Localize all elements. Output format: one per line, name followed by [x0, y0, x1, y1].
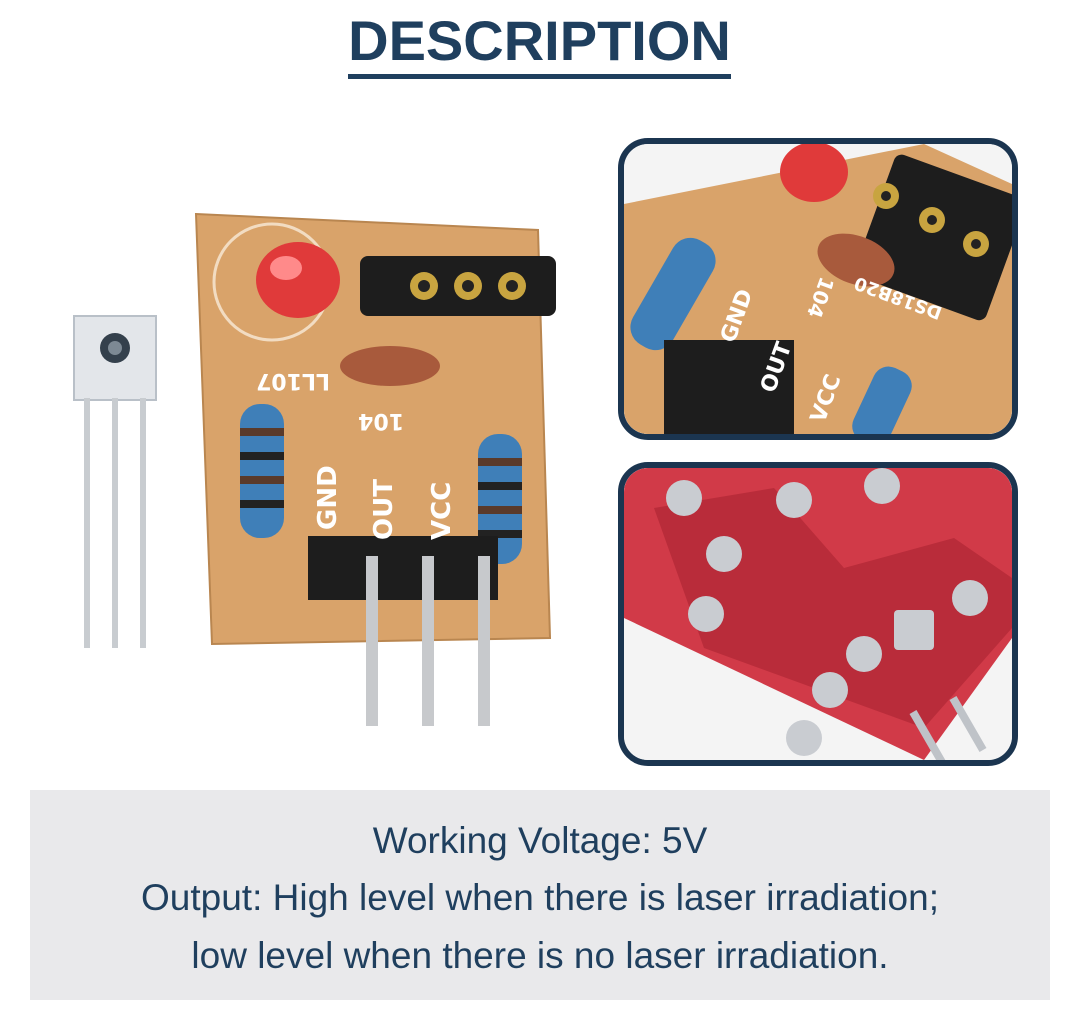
closeup-bottom-illustration [624, 468, 1012, 760]
page-title: DESCRIPTION [0, 8, 1079, 79]
output-low-text: low level when there is no laser irradia… [191, 935, 889, 976]
silk-cap-label: 104 [358, 408, 404, 433]
output-high-text: Output: High level when there is laser i… [141, 877, 939, 918]
closeup-bottom-photo [618, 462, 1018, 766]
silk-vcc-label: VCC [427, 482, 457, 540]
silk-gnd-label: GND [313, 465, 343, 530]
silk-out-label: OUT [369, 479, 399, 540]
working-voltage-text: Working Voltage: 5V [372, 820, 708, 861]
pcb-board [194, 212, 556, 726]
closeup-top-photo: GND OUT VCC 104 DS18B20 [618, 138, 1018, 440]
description-box: Working Voltage: 5V Output: High level w… [30, 790, 1050, 1000]
closeup-top-illustration: GND OUT VCC 104 DS18B20 [624, 144, 1012, 434]
page-title-text: DESCRIPTION [348, 9, 731, 79]
sensor-module-illustration: LL107 104 GND OUT VCC [73, 212, 556, 726]
photo-receiver [73, 315, 157, 648]
silk-ref-label: LL107 [256, 368, 330, 393]
sensor-module-photo: LL107 104 GND OUT VCC [60, 200, 580, 760]
